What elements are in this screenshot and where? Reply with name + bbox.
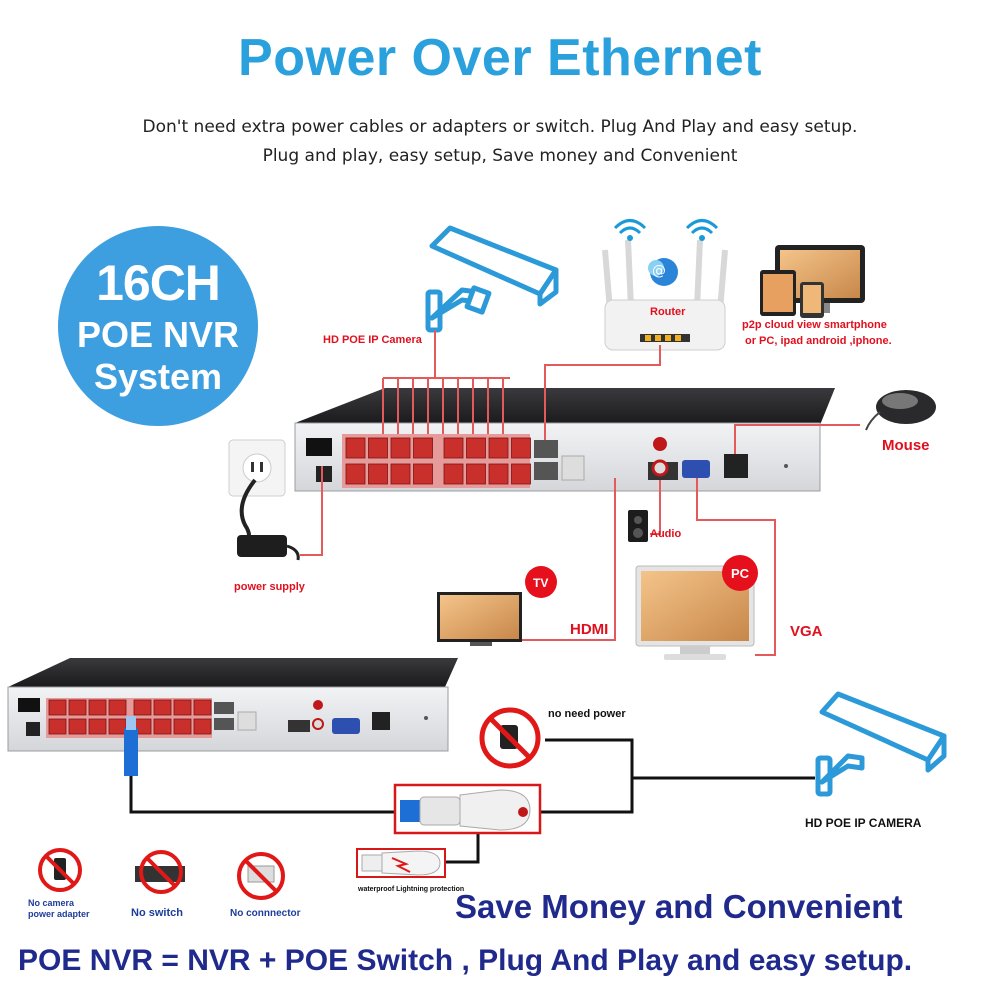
rj45-port [48, 699, 67, 716]
rj45-port [368, 463, 388, 485]
label-no-adapter-1: No camera [28, 898, 75, 908]
no-connector-icon [237, 852, 285, 900]
badge-line-2: POE NVR [76, 314, 240, 355]
connection-lines-top [300, 330, 860, 656]
label-camera-top: HD POE IP Camera [323, 334, 423, 346]
mouse-icon [865, 390, 936, 431]
rj45-port [443, 437, 464, 459]
label-vga: VGA [790, 623, 823, 640]
rj45-port [390, 463, 411, 485]
poe-ports-top [345, 437, 531, 485]
badge-line-1: 16CH [96, 255, 221, 311]
no-switch-icon [135, 850, 185, 894]
rj45-port [88, 699, 107, 716]
system-badge: 16CH POE NVR System [58, 226, 258, 426]
label-p2p-1: p2p cloud view smartphone [742, 319, 887, 331]
pc-badge [722, 555, 758, 591]
poe-connector-icon [400, 789, 531, 831]
svg-text:@: @ [652, 263, 666, 279]
rj45-port [193, 718, 212, 735]
rj45-port [108, 699, 127, 716]
tv-badge [525, 566, 557, 598]
no-camera-adapter-icon [38, 848, 82, 892]
tv-badge-label: TV [533, 576, 548, 590]
rj45-port [345, 463, 366, 485]
label-no-connector: No connnector [230, 908, 301, 919]
rj45-port [488, 437, 509, 459]
badge-line-3: System [93, 356, 223, 397]
rj45-port [466, 463, 486, 485]
connector-frame [393, 783, 542, 835]
rj45-port [390, 437, 411, 459]
pc-badge-label: PC [731, 566, 750, 581]
router-icon: @ [602, 219, 728, 351]
label-no-need-power: no need power [548, 708, 626, 720]
pc-monitor-icon [635, 565, 755, 660]
power-adapter-icon [237, 478, 300, 561]
cable-lines-bottom [129, 738, 815, 864]
rj45-port [173, 699, 192, 716]
rj45-port [488, 463, 509, 485]
page-title: Power Over Ethernet [238, 29, 762, 87]
rj45-port [48, 718, 67, 735]
rj45-port [88, 718, 107, 735]
label-hdmi: HDMI [570, 621, 608, 638]
rj45-port [466, 437, 486, 459]
label-mouse: Mouse [882, 437, 930, 454]
no-power-adapter-icon [479, 707, 541, 769]
rj45-port [153, 699, 172, 716]
tv-icon [437, 592, 522, 646]
power-socket-icon [228, 439, 286, 497]
rj45-port [108, 718, 127, 735]
devices-icon [760, 245, 865, 318]
rj45-port [133, 699, 152, 716]
label-camera-bottom: HD POE IP CAMERA [805, 816, 922, 830]
rj45-port [193, 699, 212, 716]
rj45-port [173, 718, 192, 735]
subtitle-line-1: Don't need extra power cables or adapter… [142, 117, 858, 137]
rj45-port [511, 437, 531, 459]
label-p2p-2: or PC, ipad android ,iphone. [745, 335, 892, 347]
rj45-port [153, 718, 172, 735]
speaker-icon [628, 510, 648, 542]
label-audio: Audio [650, 528, 681, 540]
rj45-port [511, 463, 531, 485]
formula-text: POE NVR = NVR + POE Switch , Plug And Pl… [18, 944, 913, 977]
subtitle-line-2: Plug and play, easy setup, Save money an… [262, 146, 738, 166]
rj45-port [68, 699, 87, 716]
waterproof-frame [356, 848, 446, 878]
waterproof-cap-icon [361, 850, 441, 876]
ethernet-plug-icon [124, 716, 138, 776]
save-money-text: Save Money and Convenient [455, 888, 903, 925]
label-waterproof: waterproof Lightning protection [357, 886, 464, 893]
label-no-adapter-2: power adapter [28, 909, 90, 919]
rj45-port [413, 463, 433, 485]
rj45-port [413, 437, 433, 459]
camera-top-icon [425, 225, 559, 333]
rj45-port [345, 437, 366, 459]
camera-bottom-icon [815, 691, 947, 797]
label-no-switch: No switch [131, 907, 183, 919]
rj45-port [68, 718, 87, 735]
poe-ports-bottom [48, 699, 212, 735]
label-power-supply: power supply [234, 581, 306, 593]
rj45-port [443, 463, 464, 485]
rj45-port [368, 437, 388, 459]
label-router: Router [650, 306, 686, 318]
